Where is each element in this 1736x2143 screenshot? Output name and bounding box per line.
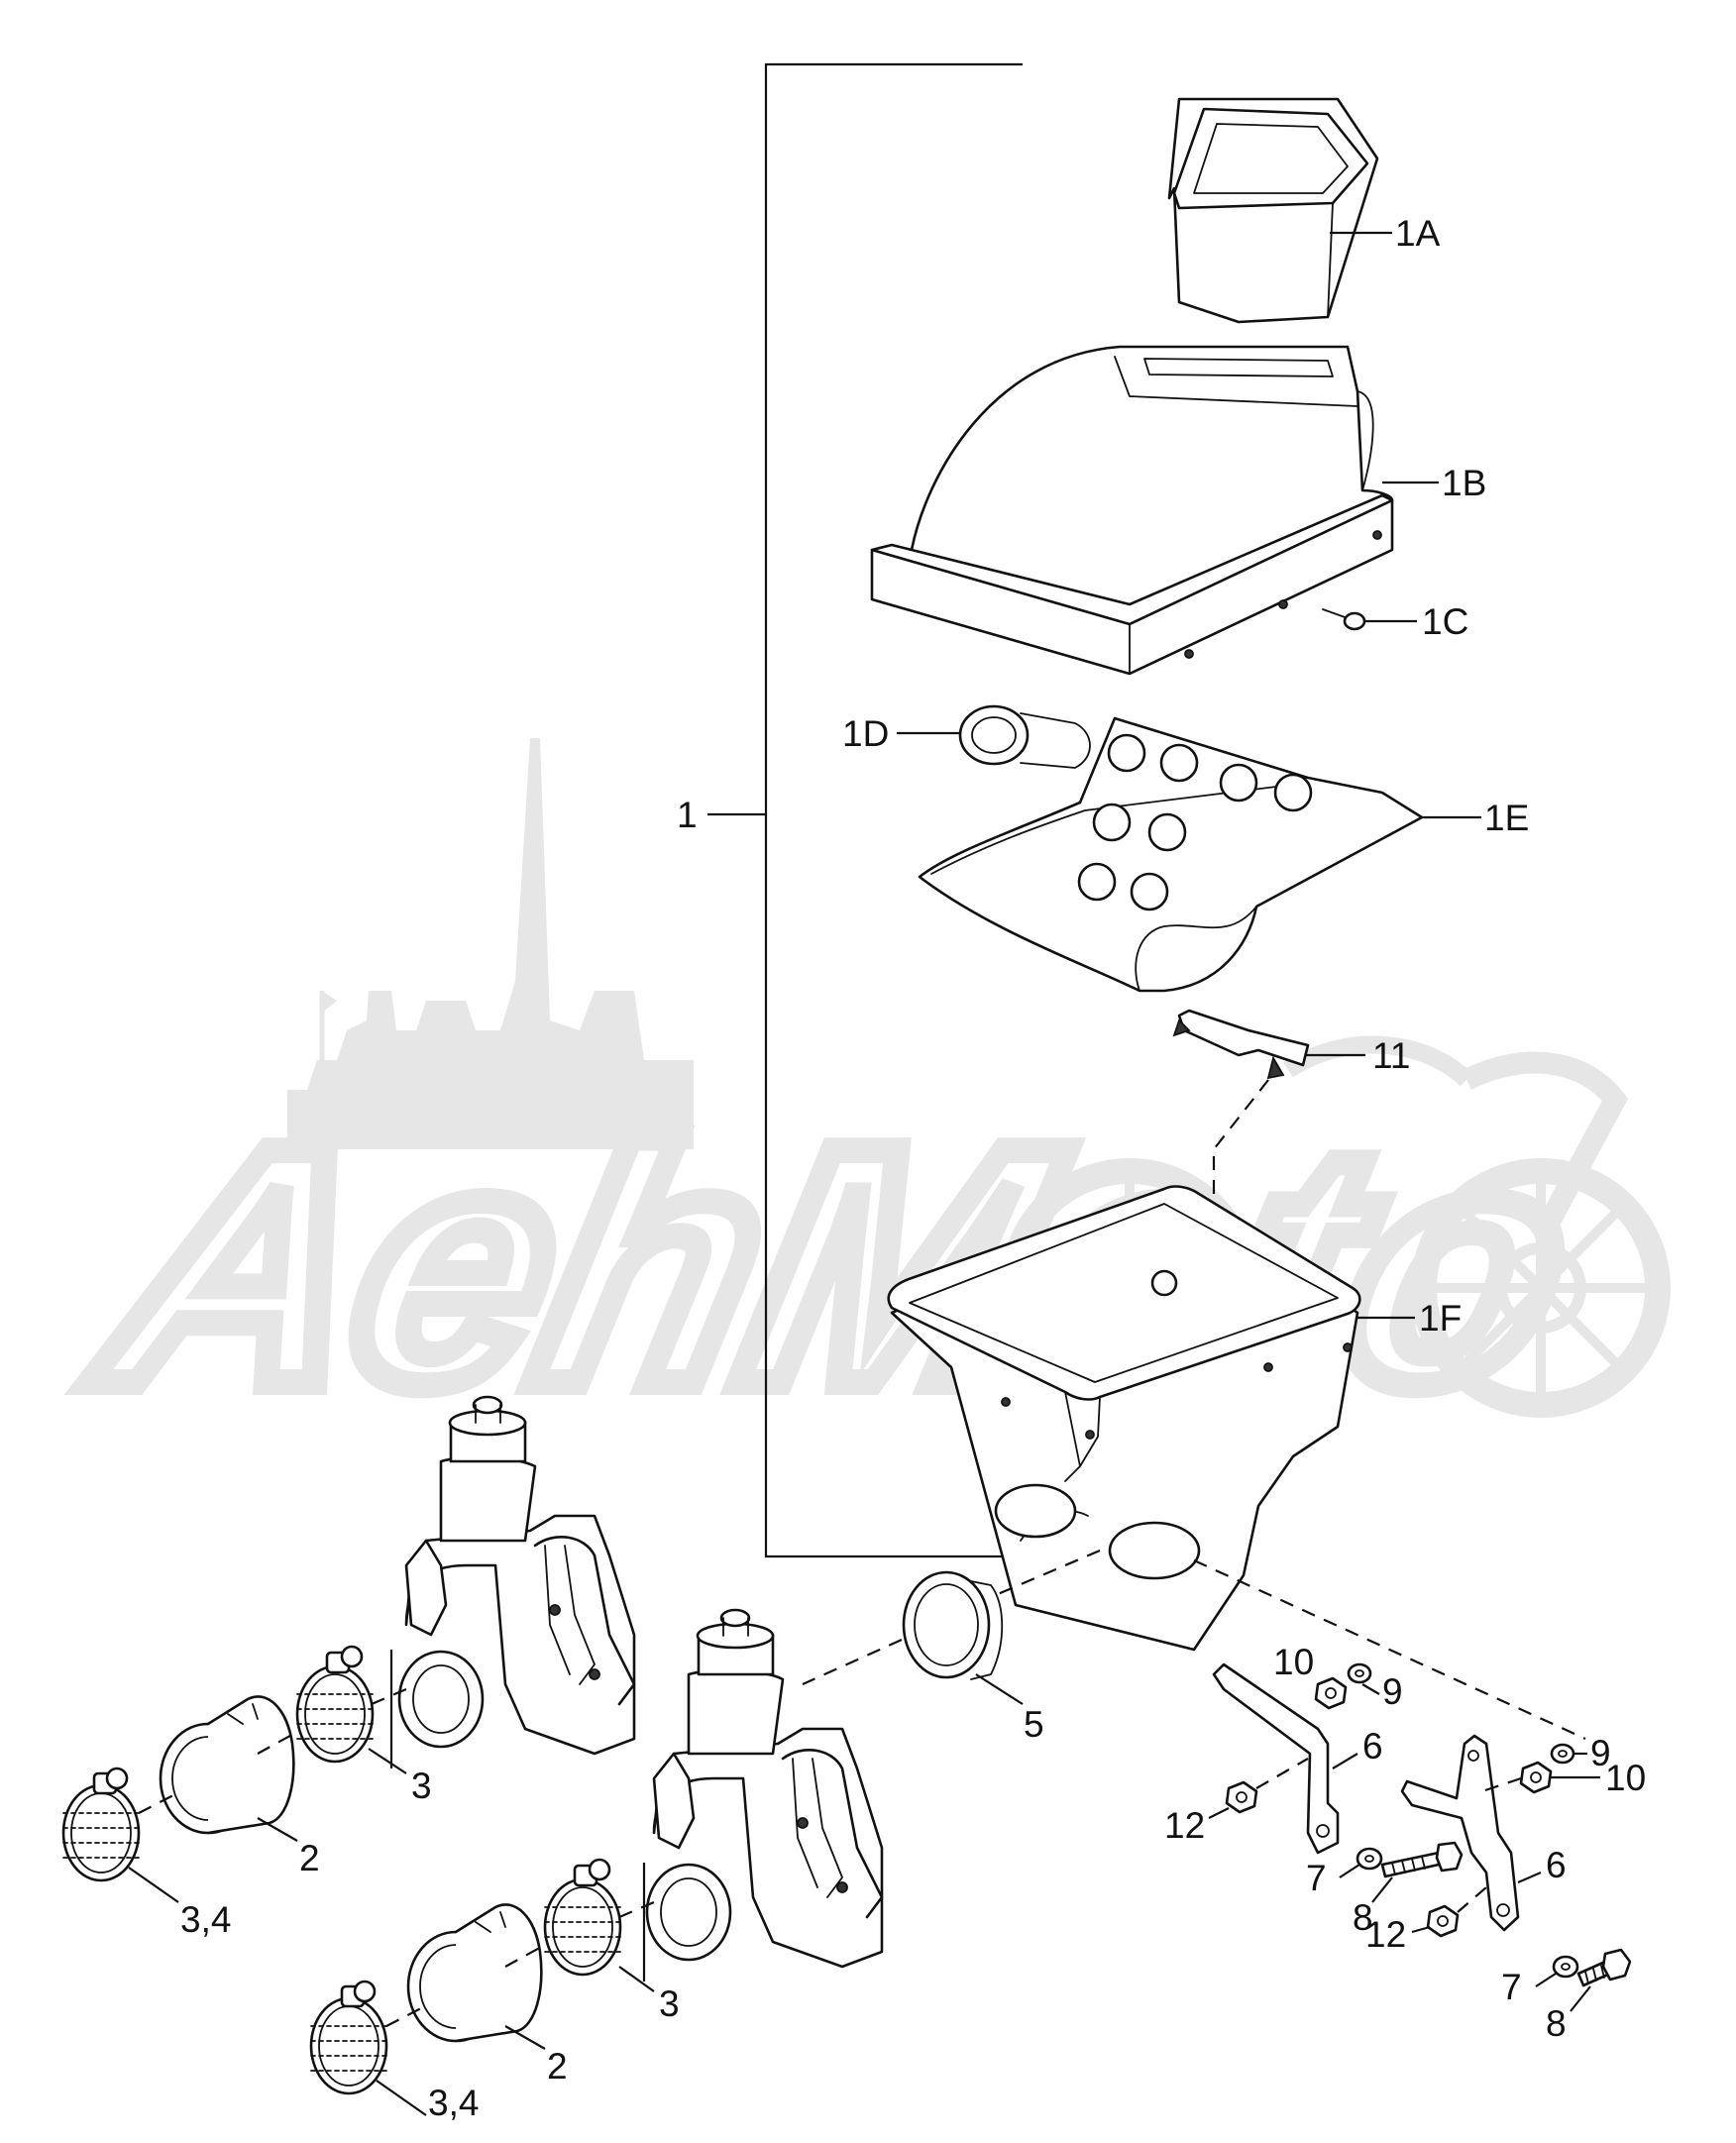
callout-7-upper: 7 xyxy=(1306,1858,1327,1898)
callout-labels: 1 1A 1B 1C 1D 1E 11 1F 5 3 2 3,4 3 2 3,4… xyxy=(180,213,1646,2123)
callout-2-upper: 2 xyxy=(299,1838,320,1878)
leader-3-lower xyxy=(618,1863,655,1992)
part-6-bracket-upper xyxy=(1212,1662,1340,1855)
callout-12-upper: 12 xyxy=(1164,1805,1205,1846)
dash-1f-to-brackets xyxy=(1193,1558,1586,1741)
part-1e-filter-plate xyxy=(918,716,1424,993)
part-carburetor-lower xyxy=(645,1608,884,1969)
leader-12-lower xyxy=(1411,1925,1431,1934)
part-9-washer-lower xyxy=(1550,1743,1575,1765)
part-7-washer-upper xyxy=(1356,1847,1383,1871)
callout-3-lower: 3 xyxy=(659,1983,680,2024)
filter-plate-holes xyxy=(1077,733,1313,911)
callout-12-lower: 12 xyxy=(1365,1914,1406,1955)
watermark: AehMoto xyxy=(56,738,1671,1466)
part-6-bracket-lower xyxy=(1400,1734,1520,1932)
part-carburetor-upper xyxy=(397,1395,636,1756)
callout-10-lower: 10 xyxy=(1605,1758,1646,1798)
part-3-4-clamp-upper xyxy=(61,1767,141,1882)
part-8-bolt-lower xyxy=(1576,1948,1632,1987)
leader-12-upper xyxy=(1208,1807,1230,1819)
callout-1f: 1F xyxy=(1419,1298,1462,1339)
part-3-4-clamp-lower xyxy=(309,1980,388,2095)
callout-3-4-lower: 3,4 xyxy=(428,2083,479,2123)
leader-2-upper xyxy=(257,1817,298,1842)
part-10-nut-upper xyxy=(1314,1676,1348,1710)
leader-3-4-upper xyxy=(128,1867,179,1903)
leader-5 xyxy=(975,1673,1024,1705)
part-3-clamp-upper xyxy=(295,1645,375,1764)
part-3-clamp-lower xyxy=(543,1858,622,1977)
leader-6-lower xyxy=(1517,1871,1542,1884)
leader-7-upper xyxy=(1339,1864,1360,1878)
leader-8-lower xyxy=(1570,1985,1591,2012)
callout-8-upper: 8 xyxy=(1353,1897,1373,1938)
callout-3-4-upper: 3,4 xyxy=(180,1899,231,1940)
leader-3-upper xyxy=(368,1650,407,1774)
part-2-intake-manifold-lower xyxy=(406,1903,543,2043)
callout-7-lower: 7 xyxy=(1501,1967,1522,2007)
watermark-castle-logo xyxy=(287,738,694,1149)
callout-5: 5 xyxy=(1024,1704,1044,1745)
callout-1c: 1C xyxy=(1422,601,1468,642)
part-12-nut-upper xyxy=(1225,1780,1258,1814)
callout-11: 11 xyxy=(1372,1035,1410,1076)
part-1f-airbox-base xyxy=(887,1185,1361,1652)
part-1c-screw xyxy=(1322,608,1366,631)
leader-6-upper xyxy=(1332,1753,1358,1769)
watermark-wordmark: AehMoto xyxy=(69,1077,1600,1453)
part-12-nut-lower xyxy=(1426,1904,1460,1938)
assembly-bracket-1 xyxy=(707,62,1023,1558)
dash-1f-to-seal xyxy=(990,1549,1101,1599)
callout-2-lower: 2 xyxy=(547,2046,568,2087)
callout-9-upper: 9 xyxy=(1382,1671,1403,1712)
callout-8-lower: 8 xyxy=(1546,2003,1567,2044)
part-1a-intake-duct xyxy=(1167,97,1379,324)
part-8-bolt-upper xyxy=(1380,1841,1464,1878)
dash-lower-chain xyxy=(385,1900,655,2027)
callout-6-upper: 6 xyxy=(1362,1726,1383,1767)
part-1d-grommet xyxy=(958,704,1091,769)
callout-9-lower: 9 xyxy=(1590,1733,1611,1773)
part-2-intake-manifold-upper xyxy=(159,1695,295,1835)
callout-6-lower: 6 xyxy=(1546,1845,1567,1885)
part-7-washer-lower xyxy=(1552,1955,1579,1979)
callout-1b: 1B xyxy=(1442,463,1486,503)
callout-1a: 1A xyxy=(1395,213,1441,254)
part-10-nut-lower xyxy=(1519,1761,1553,1794)
leader-7-lower xyxy=(1535,1973,1557,1987)
part-5-seal-ring xyxy=(902,1570,1004,1680)
part-9-washer-upper xyxy=(1347,1662,1372,1684)
callout-1d: 1D xyxy=(842,713,889,754)
dash-lower-washer-nut xyxy=(1475,1776,1522,1795)
dash-12-to-bracket-lower xyxy=(1457,1886,1487,1913)
leader-9-upper xyxy=(1361,1683,1380,1695)
dash-12-to-bracket-upper xyxy=(1255,1758,1309,1789)
part-1b-airbox-lid xyxy=(870,345,1394,676)
leader-3-4-lower xyxy=(376,2080,427,2116)
callout-1: 1 xyxy=(677,795,698,835)
leader-8-upper xyxy=(1371,1876,1393,1903)
callout-10-upper: 10 xyxy=(1273,1642,1314,1682)
leader-2-lower xyxy=(504,2025,546,2050)
part-11-clip xyxy=(1172,1009,1310,1080)
dash-seal-to-carburetor-2 xyxy=(802,1638,903,1686)
dash-upper-chain xyxy=(138,1687,407,1814)
callout-3-upper: 3 xyxy=(411,1766,432,1806)
callout-1e: 1E xyxy=(1484,798,1529,838)
